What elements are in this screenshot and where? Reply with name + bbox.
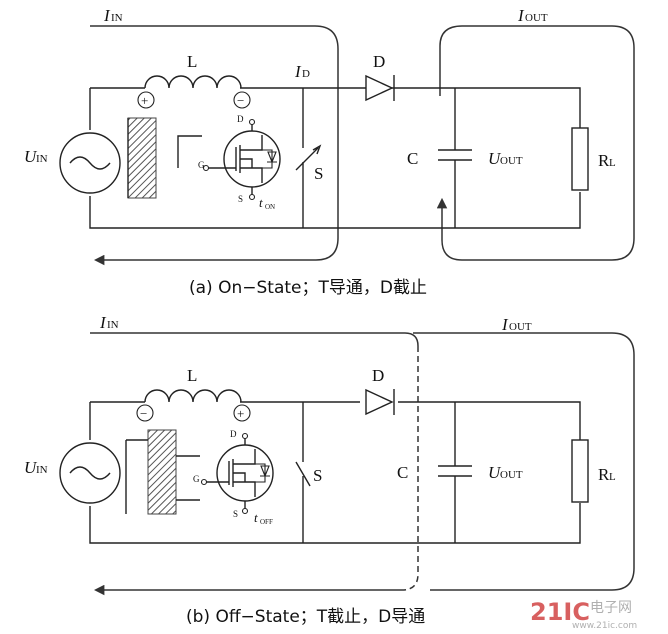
input-voltage-label: U [24,458,38,477]
caption-a: (a) On−State；T导通，D截止 [189,278,427,298]
mosfet-source-label: S [233,509,238,519]
inductor-b [144,389,242,403]
mosfet-drain-label: D [237,114,244,124]
on-time-label: t [259,195,263,210]
watermark: 21IC 电子网 www.21ic.com [530,598,637,631]
inductor-label: L [187,52,197,71]
input-voltage-label: U [24,147,38,166]
capacitor-label: C [407,149,418,168]
minus-sign: − [140,406,147,421]
ac-wave-icon [69,466,111,480]
switch-icon [295,144,322,171]
circuit-wires-b [89,401,581,544]
panel-b [59,332,635,596]
input-current-path-b [90,332,419,347]
dashed-boundary [401,346,419,591]
circuit-wires [89,87,581,229]
plus-mark-icon [233,404,251,422]
output-voltage-label: U [488,149,502,168]
load-label: R [598,465,610,484]
diode-label: D [373,52,385,71]
inductor-core-b [147,429,177,515]
minus-mark-icon [233,91,251,109]
mosfet-icon [200,432,274,515]
panel-a [59,25,635,266]
ac-source-b [59,442,121,504]
input-current-label: I [99,313,107,332]
svg-text:IN: IN [36,153,48,165]
load-resistor-b [571,439,589,503]
svg-text:L: L [609,157,616,169]
switch-icon [295,461,311,487]
svg-text:OUT: OUT [525,12,548,24]
minus-sign: − [237,93,244,108]
svg-text:OUT: OUT [509,321,532,333]
ac-wave-icon [69,156,111,170]
svg-text:OUT: OUT [500,155,523,167]
plus-sign: + [237,406,244,421]
inductor [144,75,242,89]
mosfet-gate-label: G [193,474,200,484]
output-voltage-label: U [488,463,502,482]
output-current-path [436,25,635,261]
inductor-label: L [187,366,197,385]
diode-current-label: I [294,62,302,81]
mosfet-source-label: S [238,194,243,204]
inductor-core [127,117,157,199]
svg-text:OUT: OUT [500,469,523,481]
svg-text:L: L [609,471,616,483]
output-current-path-b [413,332,635,591]
switch-label: S [313,466,322,485]
off-time-label: t [254,510,258,525]
gate-drive-wire [177,135,202,168]
plus-mark-icon [137,91,155,109]
ac-source [59,132,121,194]
watermark-site-cn: 电子网 [590,600,632,616]
input-current-path [90,25,339,266]
svg-text:IN: IN [111,12,123,24]
svg-text:D: D [302,68,310,80]
output-current-label: I [517,6,525,25]
svg-text:IN: IN [107,319,119,331]
diode-icon [360,74,398,102]
capacitor-icon [438,149,472,161]
output-current-label: I [501,315,509,334]
mosfet-icon [202,118,281,201]
svg-text:ON: ON [265,203,275,211]
watermark-brand: 21IC [530,598,590,626]
input-current-label: I [103,6,111,25]
capacitor-icon [438,465,472,477]
panel-a-labels: I IN I OUT I D U IN U OUT L D C S R L + … [24,6,616,211]
panel-b-labels: I IN I OUT U IN U OUT L D C S R L − + D … [24,313,616,526]
minus-mark-icon [136,404,154,422]
svg-text:IN: IN [36,464,48,476]
load-label: R [598,151,610,170]
watermark-url: www.21ic.com [572,621,637,631]
diode-label: D [372,366,384,385]
svg-text:OFF: OFF [260,518,273,526]
plus-sign: + [141,93,148,108]
mosfet-drain-label: D [230,429,237,439]
load-resistor [571,127,589,191]
caption-b: (b) Off−State；T截止，D导通 [186,607,425,627]
capacitor-label: C [397,463,408,482]
diode-icon [365,388,395,416]
mosfet-gate-label: G [198,160,205,170]
switch-label: S [314,164,323,183]
